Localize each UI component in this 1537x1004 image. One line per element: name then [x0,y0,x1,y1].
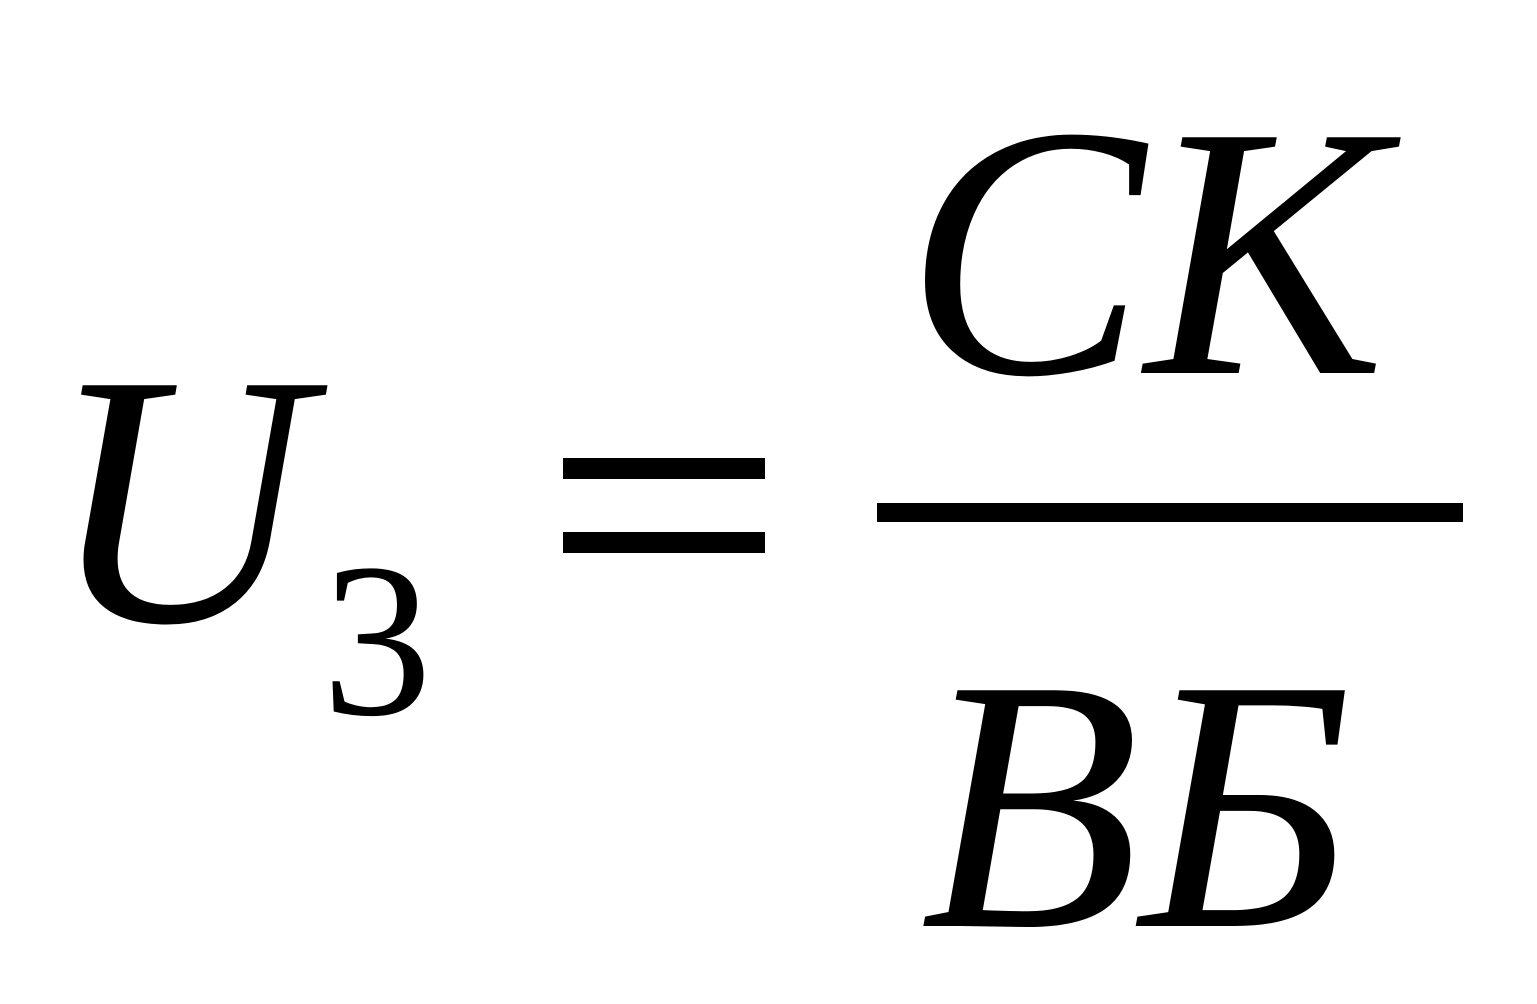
equals-bar-bottom [563,532,765,553]
fraction-denominator: ВБ [920,605,1353,1004]
equals-bar-top [563,458,765,479]
fraction-line [877,503,1463,522]
main-variable: U [48,300,308,699]
subscript: 3 [322,518,432,762]
equals-sign [563,458,765,553]
fraction-numerator: CK [905,52,1386,451]
